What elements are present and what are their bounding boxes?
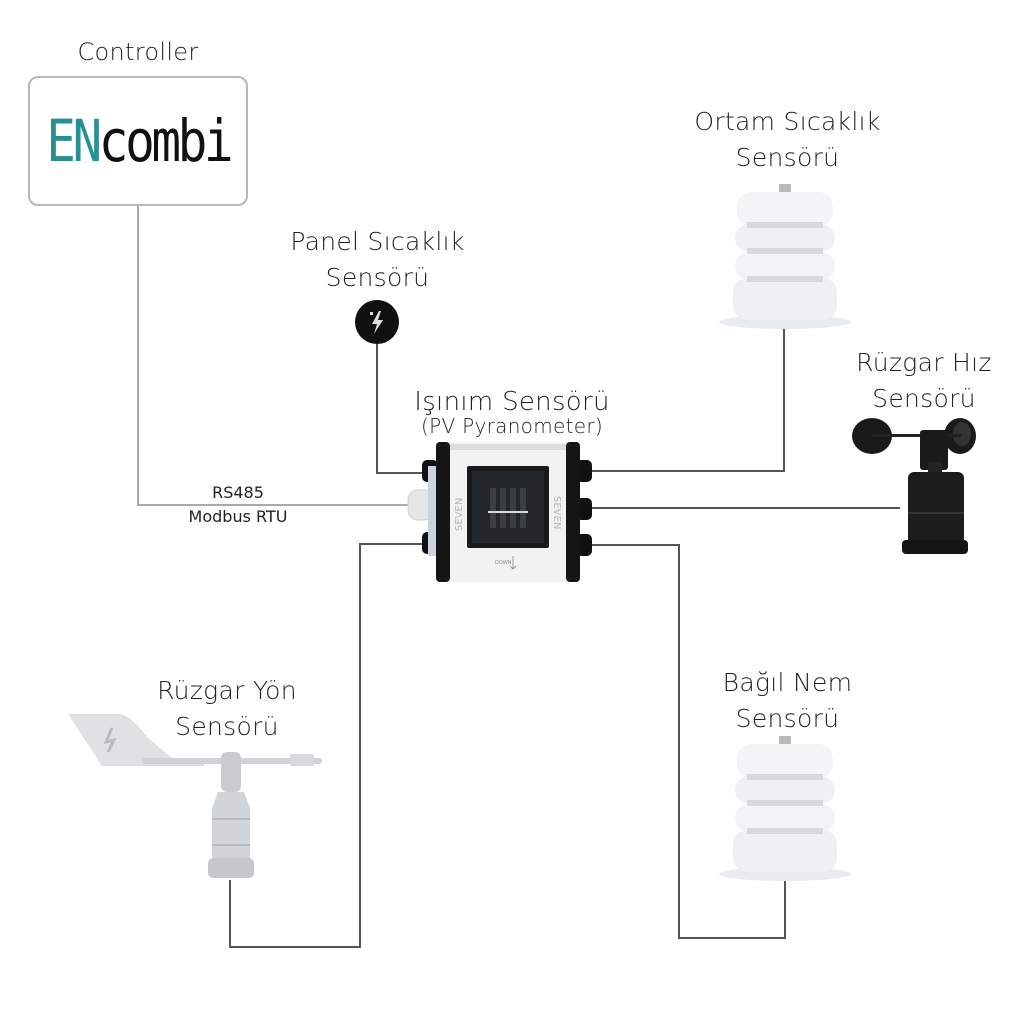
bus-label-protocol: RS485 bbox=[212, 483, 264, 502]
wind-direction-label-1: Rüzgar Yön bbox=[157, 676, 297, 705]
logo-suffix: combi bbox=[98, 107, 234, 175]
brand-right: SEVEN bbox=[551, 496, 562, 529]
ambient-temp-sensor-icon bbox=[719, 184, 851, 329]
panel-temp-label-2: Sensörü bbox=[325, 263, 430, 292]
ambient-temp-label-1: Ortam Sıcaklık bbox=[694, 107, 881, 136]
down-marker: DOWN bbox=[495, 560, 512, 566]
controller-label: Controller bbox=[77, 38, 199, 66]
hub-subtitle: (PV Pyranometer) bbox=[421, 414, 603, 438]
panel-temp-sensor-icon bbox=[355, 300, 399, 344]
wire-panel-temp bbox=[376, 344, 425, 474]
panel-temp-label-1: Panel Sıcaklık bbox=[290, 227, 465, 256]
wind-direction-sensor-icon bbox=[68, 714, 322, 878]
pyranometer-device: SEVEN SEVEN DOWN bbox=[407, 442, 592, 582]
wind-speed-label-2: Sensörü bbox=[872, 384, 976, 413]
encombi-logo: ENcombi bbox=[46, 107, 234, 175]
wire-wind-direction bbox=[229, 543, 425, 948]
ambient-temp-label-2: Sensörü bbox=[735, 143, 840, 172]
bus-label-modbus: Modbus RTU bbox=[188, 507, 288, 526]
humidity-label-2: Sensörü bbox=[735, 704, 840, 733]
wind-speed-label-1: Rüzgar Hız bbox=[856, 348, 992, 377]
logo-prefix: EN bbox=[46, 107, 102, 175]
controller-box: ENcombi bbox=[28, 76, 248, 206]
wind-speed-sensor-icon bbox=[852, 418, 976, 554]
wind-direction-label-2: Sensörü bbox=[175, 712, 279, 741]
hub-title: Işınım Sensörü bbox=[414, 387, 610, 417]
wire-ambient-temp bbox=[590, 328, 785, 472]
humidity-label-1: Bağıl Nem bbox=[722, 668, 853, 697]
humidity-sensor-icon bbox=[719, 736, 851, 881]
wire-humidity bbox=[590, 544, 786, 939]
brand-left: SEVEN bbox=[454, 498, 465, 531]
wire-controller-hub bbox=[137, 206, 415, 506]
